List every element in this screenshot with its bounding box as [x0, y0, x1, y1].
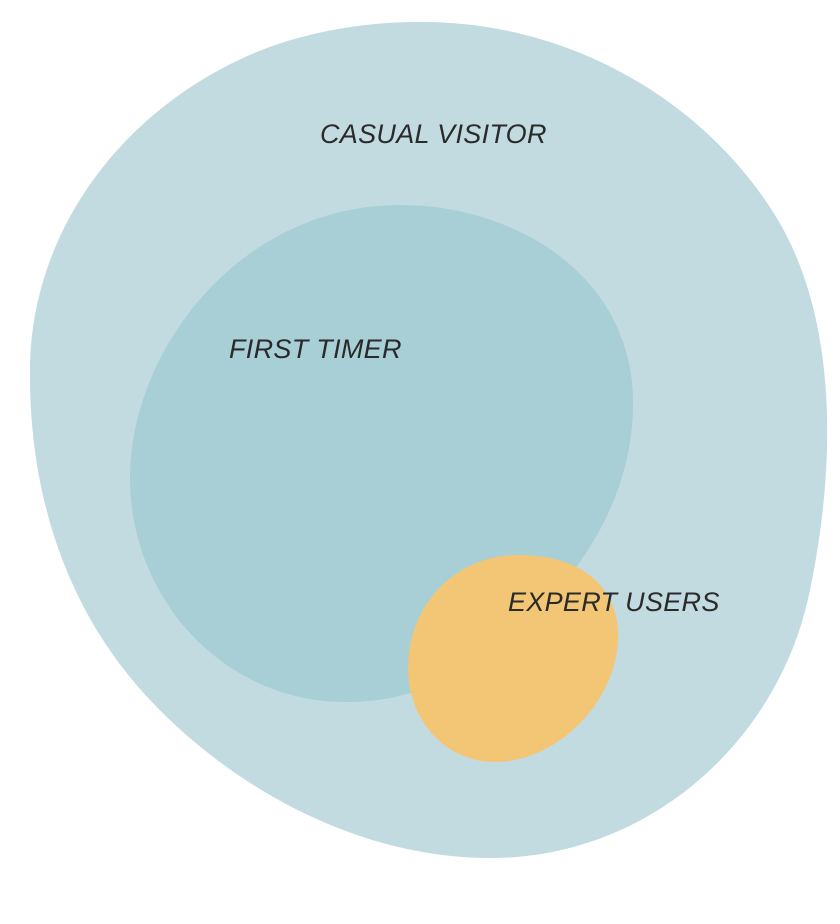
expert-users-region [408, 555, 619, 762]
casual-visitor-label: CASUAL VISITOR [320, 119, 547, 149]
expert-users-label: EXPERT USERS [508, 587, 720, 617]
first-timer-label: FIRST TIMER [229, 334, 402, 364]
